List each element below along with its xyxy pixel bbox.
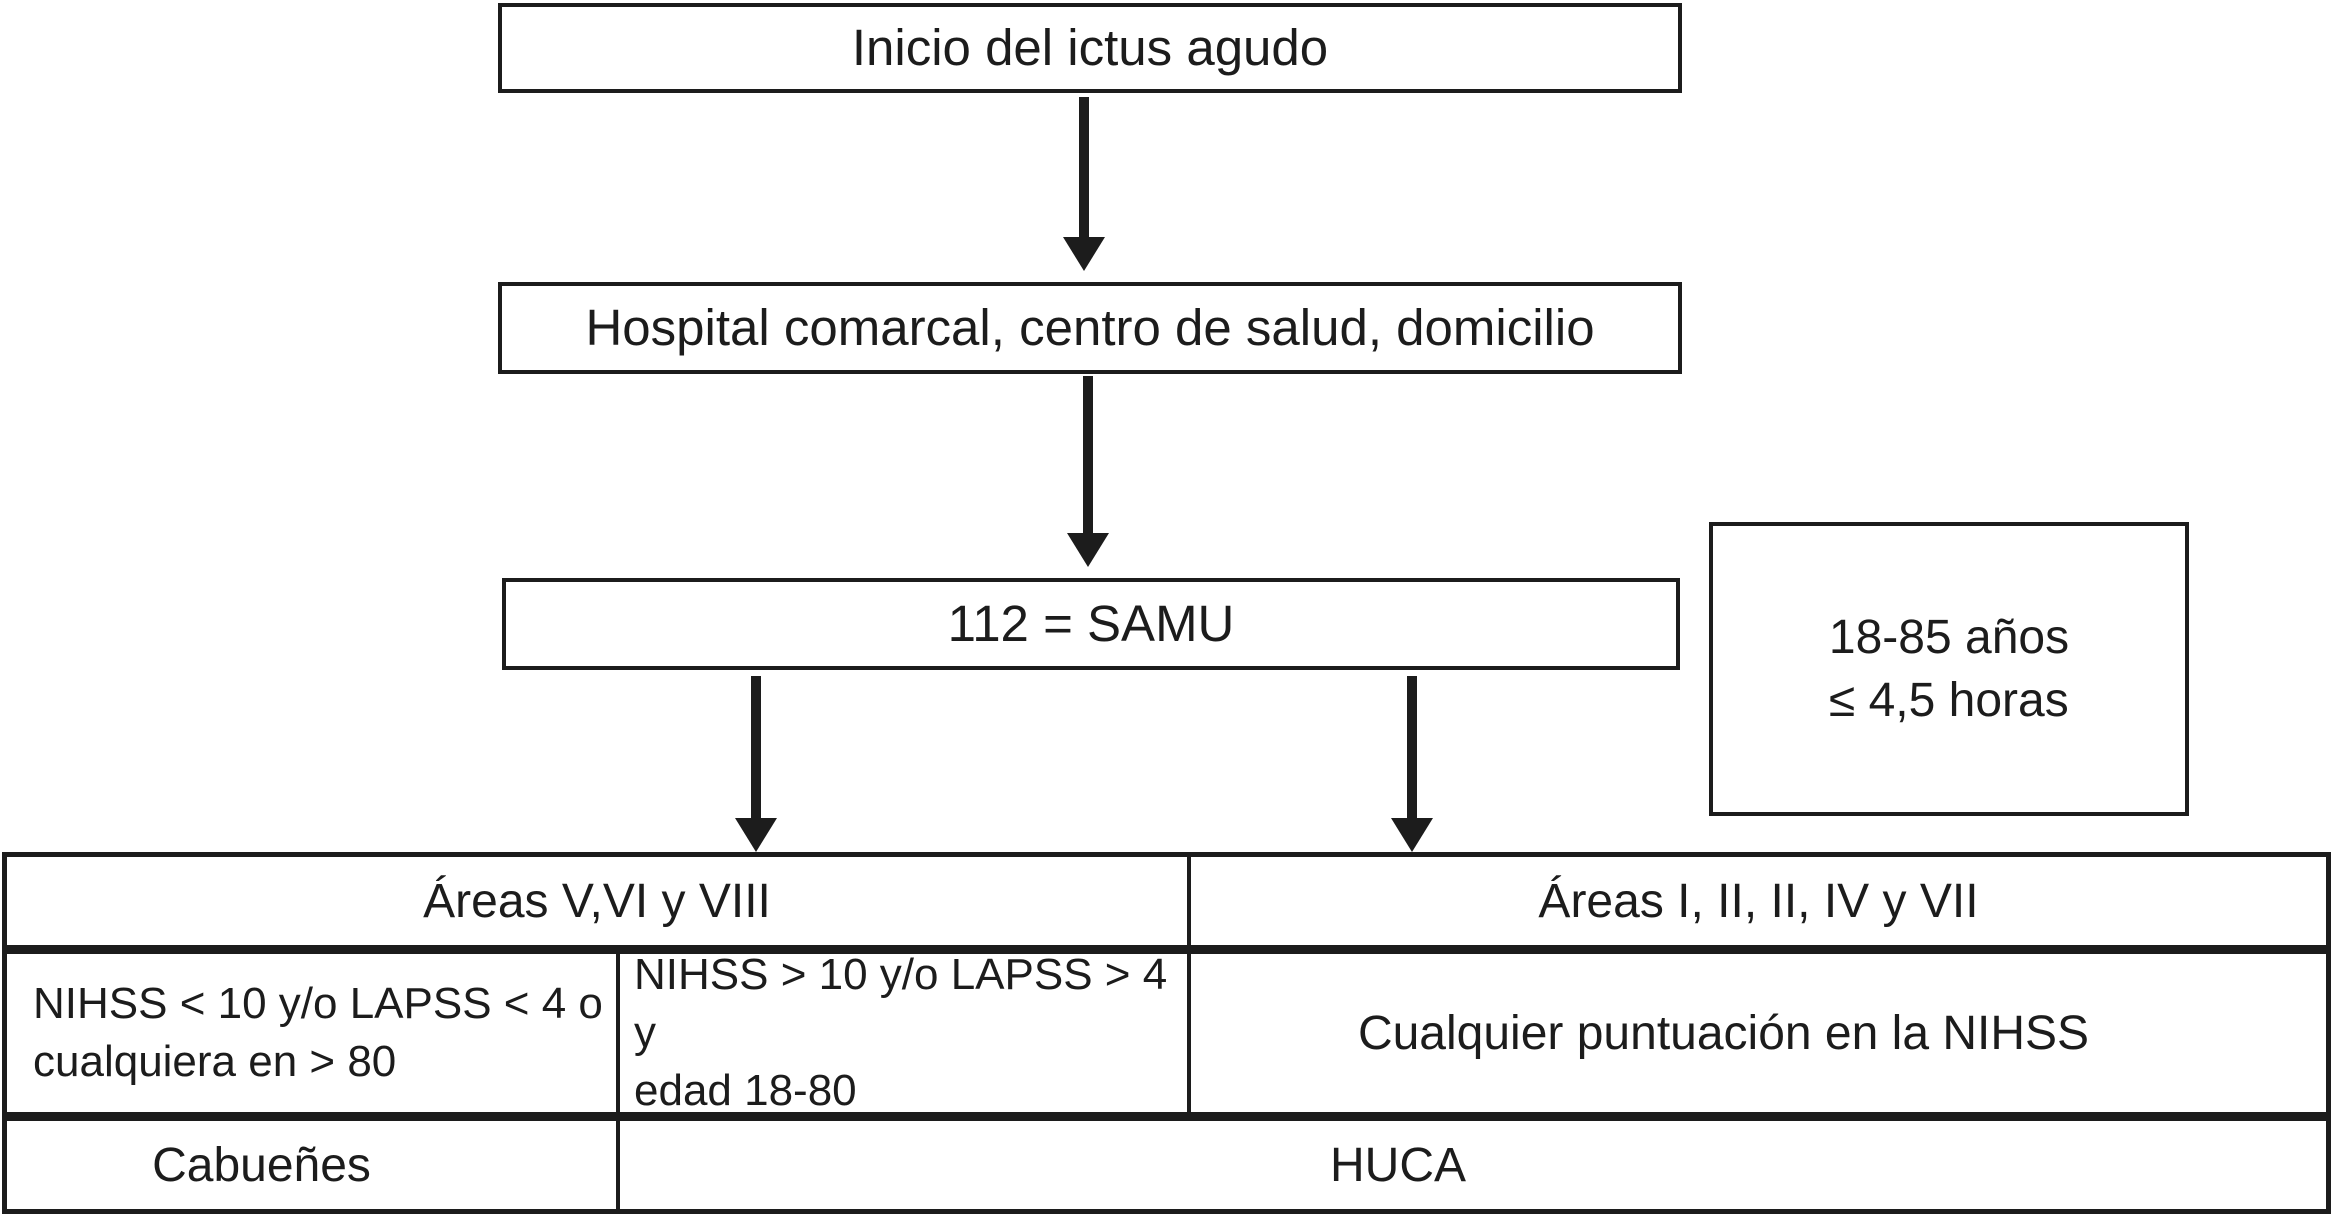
node-emergency-samu: 112 = SAMU	[502, 578, 1680, 670]
arrowhead-icon	[1067, 533, 1109, 567]
node-stroke-onset: Inicio del ictus agudo	[498, 3, 1682, 93]
table-cell-hospital-huca: HUCA	[620, 1121, 2326, 1209]
node-stroke-onset-label: Inicio del ictus agudo	[851, 18, 1329, 76]
arrow-shaft	[751, 676, 761, 818]
criteria-huca-west-line2: edad 18-80	[634, 1066, 857, 1115]
table-cell-criteria-huca-central: Cualquier puntuación en la NIHSS	[1191, 954, 2326, 1112]
table-cell-criteria-cabuenes: NIHSS < 10 y/o LAPSS < 4 o cualquiera en…	[7, 954, 616, 1112]
arrow-down-icon	[735, 676, 777, 852]
areas-west-label: Áreas V,VI y VIII	[423, 874, 771, 928]
arrowhead-icon	[735, 818, 777, 852]
table-cell-areas-central: Áreas I, II, II, IV y VII	[1191, 857, 2326, 945]
node-emergency-samu-label: 112 = SAMU	[947, 594, 1235, 652]
table-cell-areas-west: Áreas V,VI y VIII	[7, 857, 1187, 945]
areas-central-label: Áreas I, II, II, IV y VII	[1538, 874, 1979, 928]
arrowhead-icon	[1063, 237, 1105, 271]
criteria-cabuenes-line1: NIHSS < 10 y/o LAPSS < 4 o	[33, 979, 603, 1028]
arrow-down-icon	[1067, 376, 1109, 567]
hospital-huca-label: HUCA	[1329, 1138, 1466, 1192]
table-cell-hospital-cabuenes: Cabueñes	[7, 1121, 616, 1209]
arrow-shaft	[1083, 376, 1093, 533]
criteria-cabuenes-line2: cualquiera en > 80	[33, 1037, 397, 1086]
arrow-down-icon	[1391, 676, 1433, 852]
hospital-cabuenes-label: Cabueñes	[152, 1138, 371, 1192]
criteria-huca-west-line1: NIHSS > 10 y/o LAPSS > 4 y	[634, 950, 1168, 1057]
table-cell-criteria-huca-west: NIHSS > 10 y/o LAPSS > 4 y edad 18-80	[620, 950, 1187, 1115]
inclusion-age-range: 18-85 años	[1828, 610, 2070, 664]
node-first-level-care-label: Hospital comarcal, centro de salud, domi…	[585, 298, 1595, 356]
arrowhead-icon	[1391, 818, 1433, 852]
arrow-down-icon	[1063, 97, 1105, 271]
node-inclusion-criteria: 18-85 años ≤ 4,5 horas	[1709, 522, 2189, 816]
inclusion-criteria-text: 18-85 años ≤ 4,5 horas	[1829, 606, 2069, 733]
arrow-shaft	[1407, 676, 1417, 818]
inclusion-time-window: ≤ 4,5 horas	[1828, 674, 2069, 727]
arrow-shaft	[1079, 97, 1089, 237]
node-first-level-care: Hospital comarcal, centro de salud, domi…	[498, 282, 1682, 374]
criteria-huca-central-label: Cualquier puntuación en la NIHSS	[1357, 1006, 2090, 1060]
triage-routing-table: Áreas V,VI y VIII Áreas I, II, II, IV y …	[2, 852, 2331, 1214]
